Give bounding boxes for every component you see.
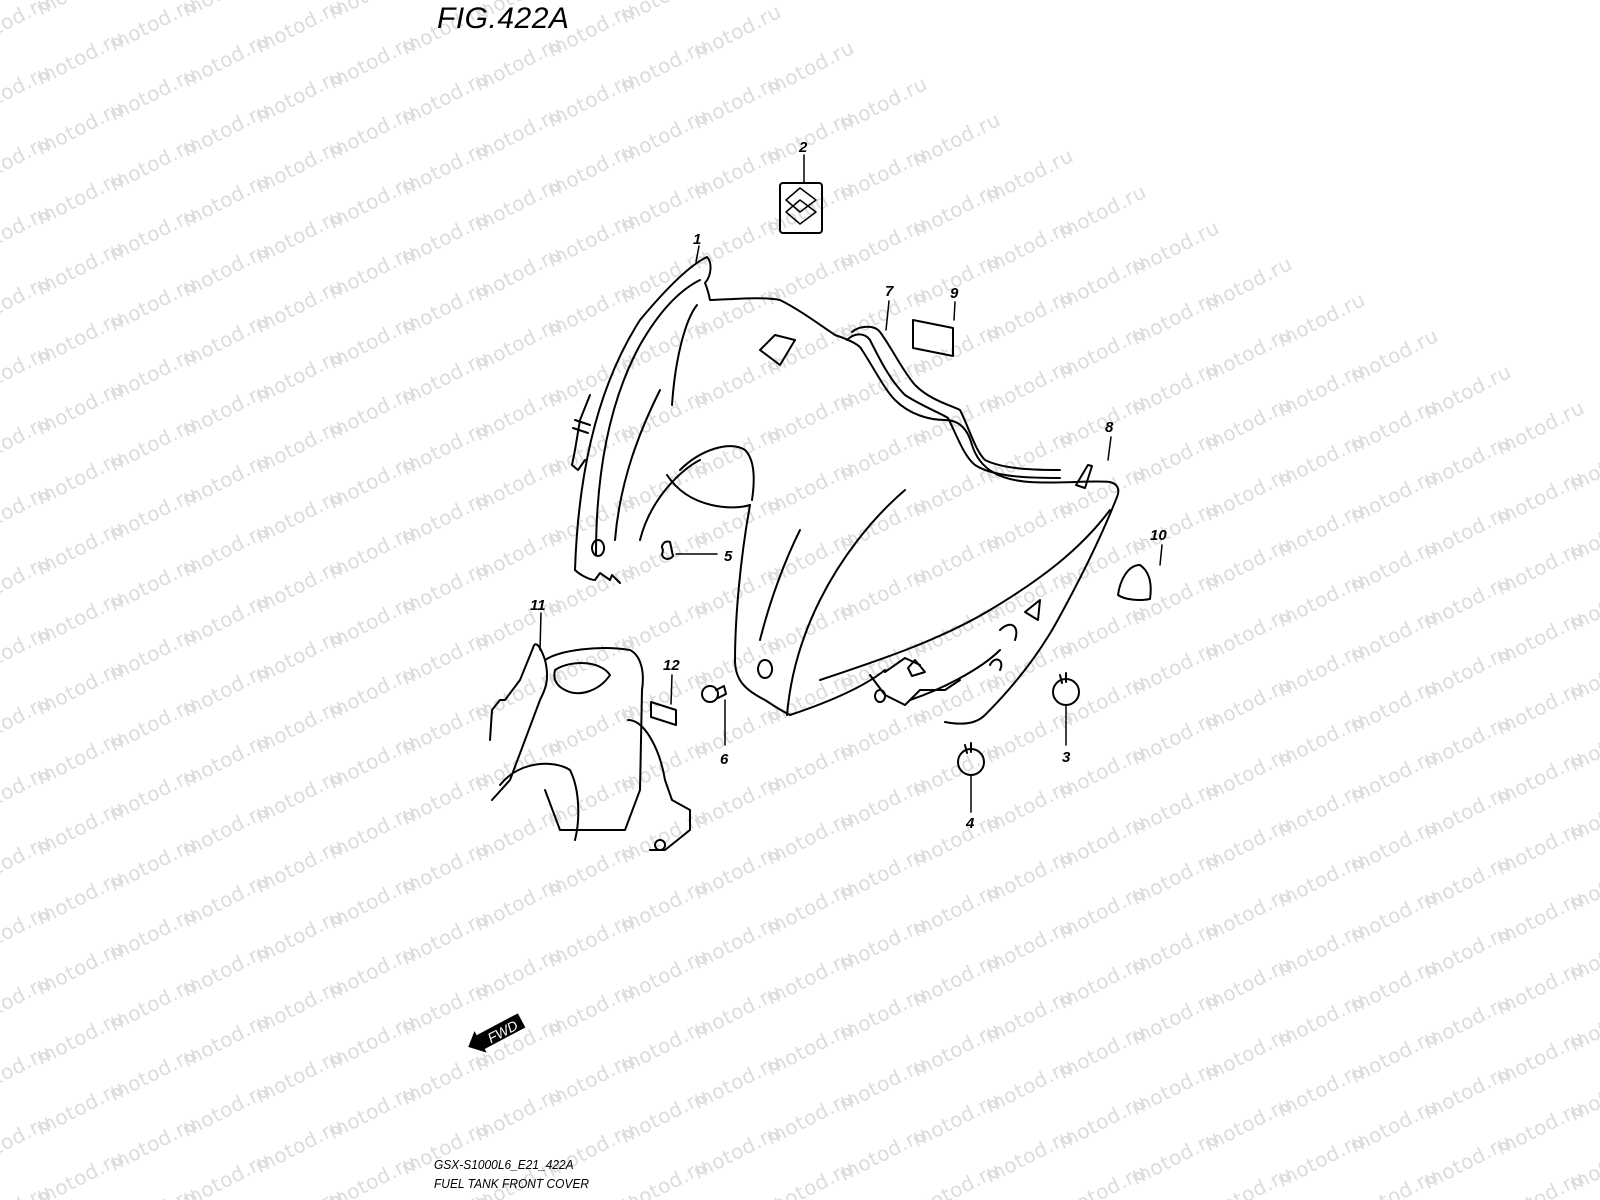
part-4-screw[interactable]	[957, 742, 985, 776]
callout-10[interactable]: 10	[1150, 527, 1167, 544]
callout-6[interactable]: 6	[720, 751, 729, 768]
callout-2[interactable]: 2	[798, 139, 808, 156]
figure-title: FIG.422A	[437, 2, 570, 35]
callout-7[interactable]: 7	[885, 283, 894, 300]
part-11-inner-cover-bracket[interactable]	[489, 643, 691, 851]
callout-1[interactable]: 1	[693, 231, 701, 248]
forward-arrow-icon: FWD	[467, 1013, 526, 1053]
callout-8[interactable]: 8	[1105, 419, 1114, 436]
part-8-pad[interactable]	[1075, 464, 1093, 489]
callout-4[interactable]: 4	[965, 815, 975, 832]
callout-11[interactable]: 11	[530, 597, 546, 614]
part-10-cushion[interactable]	[1117, 564, 1152, 601]
part-6-push-rivet[interactable]	[701, 685, 727, 703]
model-code: GSX-S1000L6_E21_422A	[434, 1157, 574, 1172]
callout-12[interactable]: 12	[663, 657, 680, 674]
part-3-screw[interactable]	[1052, 672, 1080, 706]
part-7-cushion-strip[interactable]	[846, 325, 1061, 479]
part-1-fuel-tank-front-cover[interactable]	[571, 256, 1120, 725]
callout-3[interactable]: 3	[1062, 749, 1071, 766]
part-12-pad[interactable]	[650, 701, 677, 726]
figure-caption: GSX-S1000L6_E21_422A FUEL TANK FRONT COV…	[434, 1155, 589, 1193]
callout-5[interactable]: 5	[724, 548, 733, 565]
part-5-clip[interactable]	[661, 540, 674, 560]
leader-lines	[539, 154, 1163, 813]
callout-9[interactable]: 9	[950, 285, 959, 302]
figure-name: FUEL TANK FRONT COVER	[434, 1176, 590, 1191]
part-2-suzuki-emblem[interactable]	[779, 182, 823, 234]
part-9-pad[interactable]	[912, 319, 954, 357]
